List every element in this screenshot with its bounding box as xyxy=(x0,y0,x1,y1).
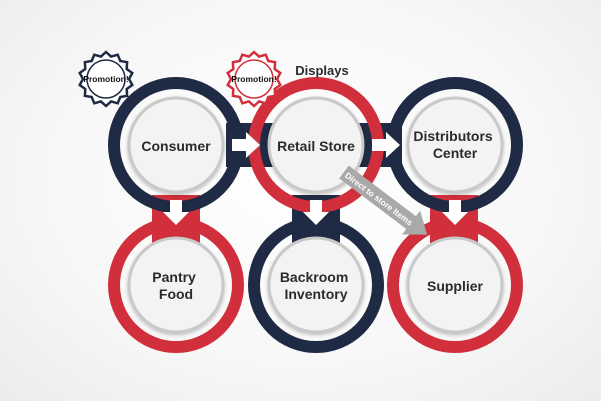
pantry-food-node xyxy=(127,236,225,334)
pantry-food-label-line: Pantry xyxy=(152,269,196,285)
retail-store-node xyxy=(267,96,365,194)
supplier-node xyxy=(406,236,504,334)
backroom-inventory-label-line: Inventory xyxy=(284,286,347,302)
promotion-badge-label: Promotion! xyxy=(83,74,128,84)
consumer-node xyxy=(127,96,225,194)
distributors-center-label-line: Center xyxy=(433,145,478,161)
backroom-inventory-label-line: Backroom xyxy=(280,269,348,285)
supplier-label: Supplier xyxy=(427,278,484,294)
supplier-label-line: Supplier xyxy=(427,278,484,294)
distributors-center-label: Distributors Center xyxy=(413,128,496,161)
promotion-badge-consumer: Promotion! xyxy=(78,50,134,108)
distributors-center-label-line: Distributors xyxy=(413,128,493,144)
arrow-retail-to-backroom-icon xyxy=(303,200,329,225)
diagonal-arrow-icon xyxy=(339,165,428,235)
consumer-label-line: Consumer xyxy=(141,138,211,154)
backroom-inventory-label: Backroom Inventory xyxy=(280,269,352,302)
distributors-center-node xyxy=(406,96,504,194)
retail-store-label: Retail Store xyxy=(277,138,355,154)
displays-label: Displays xyxy=(295,63,348,78)
pantry-food-label: Pantry Food xyxy=(152,269,199,302)
arrow-consumer-to-pantry-icon xyxy=(163,200,189,225)
promotion-badge-retail: Promotion! xyxy=(226,50,282,108)
arrow-consumer-to-retail-icon xyxy=(232,132,260,158)
promotion-badge-label: Promotion! xyxy=(231,74,276,84)
consumer-label: Consumer xyxy=(141,138,211,154)
retail-store-label-line: Retail Store xyxy=(277,138,355,154)
arrow-retail-to-distributors-icon xyxy=(372,132,400,158)
backroom-inventory-node xyxy=(267,236,365,334)
pantry-food-label-line: Food xyxy=(159,286,193,302)
arrow-distributors-to-supplier-icon xyxy=(442,200,468,225)
